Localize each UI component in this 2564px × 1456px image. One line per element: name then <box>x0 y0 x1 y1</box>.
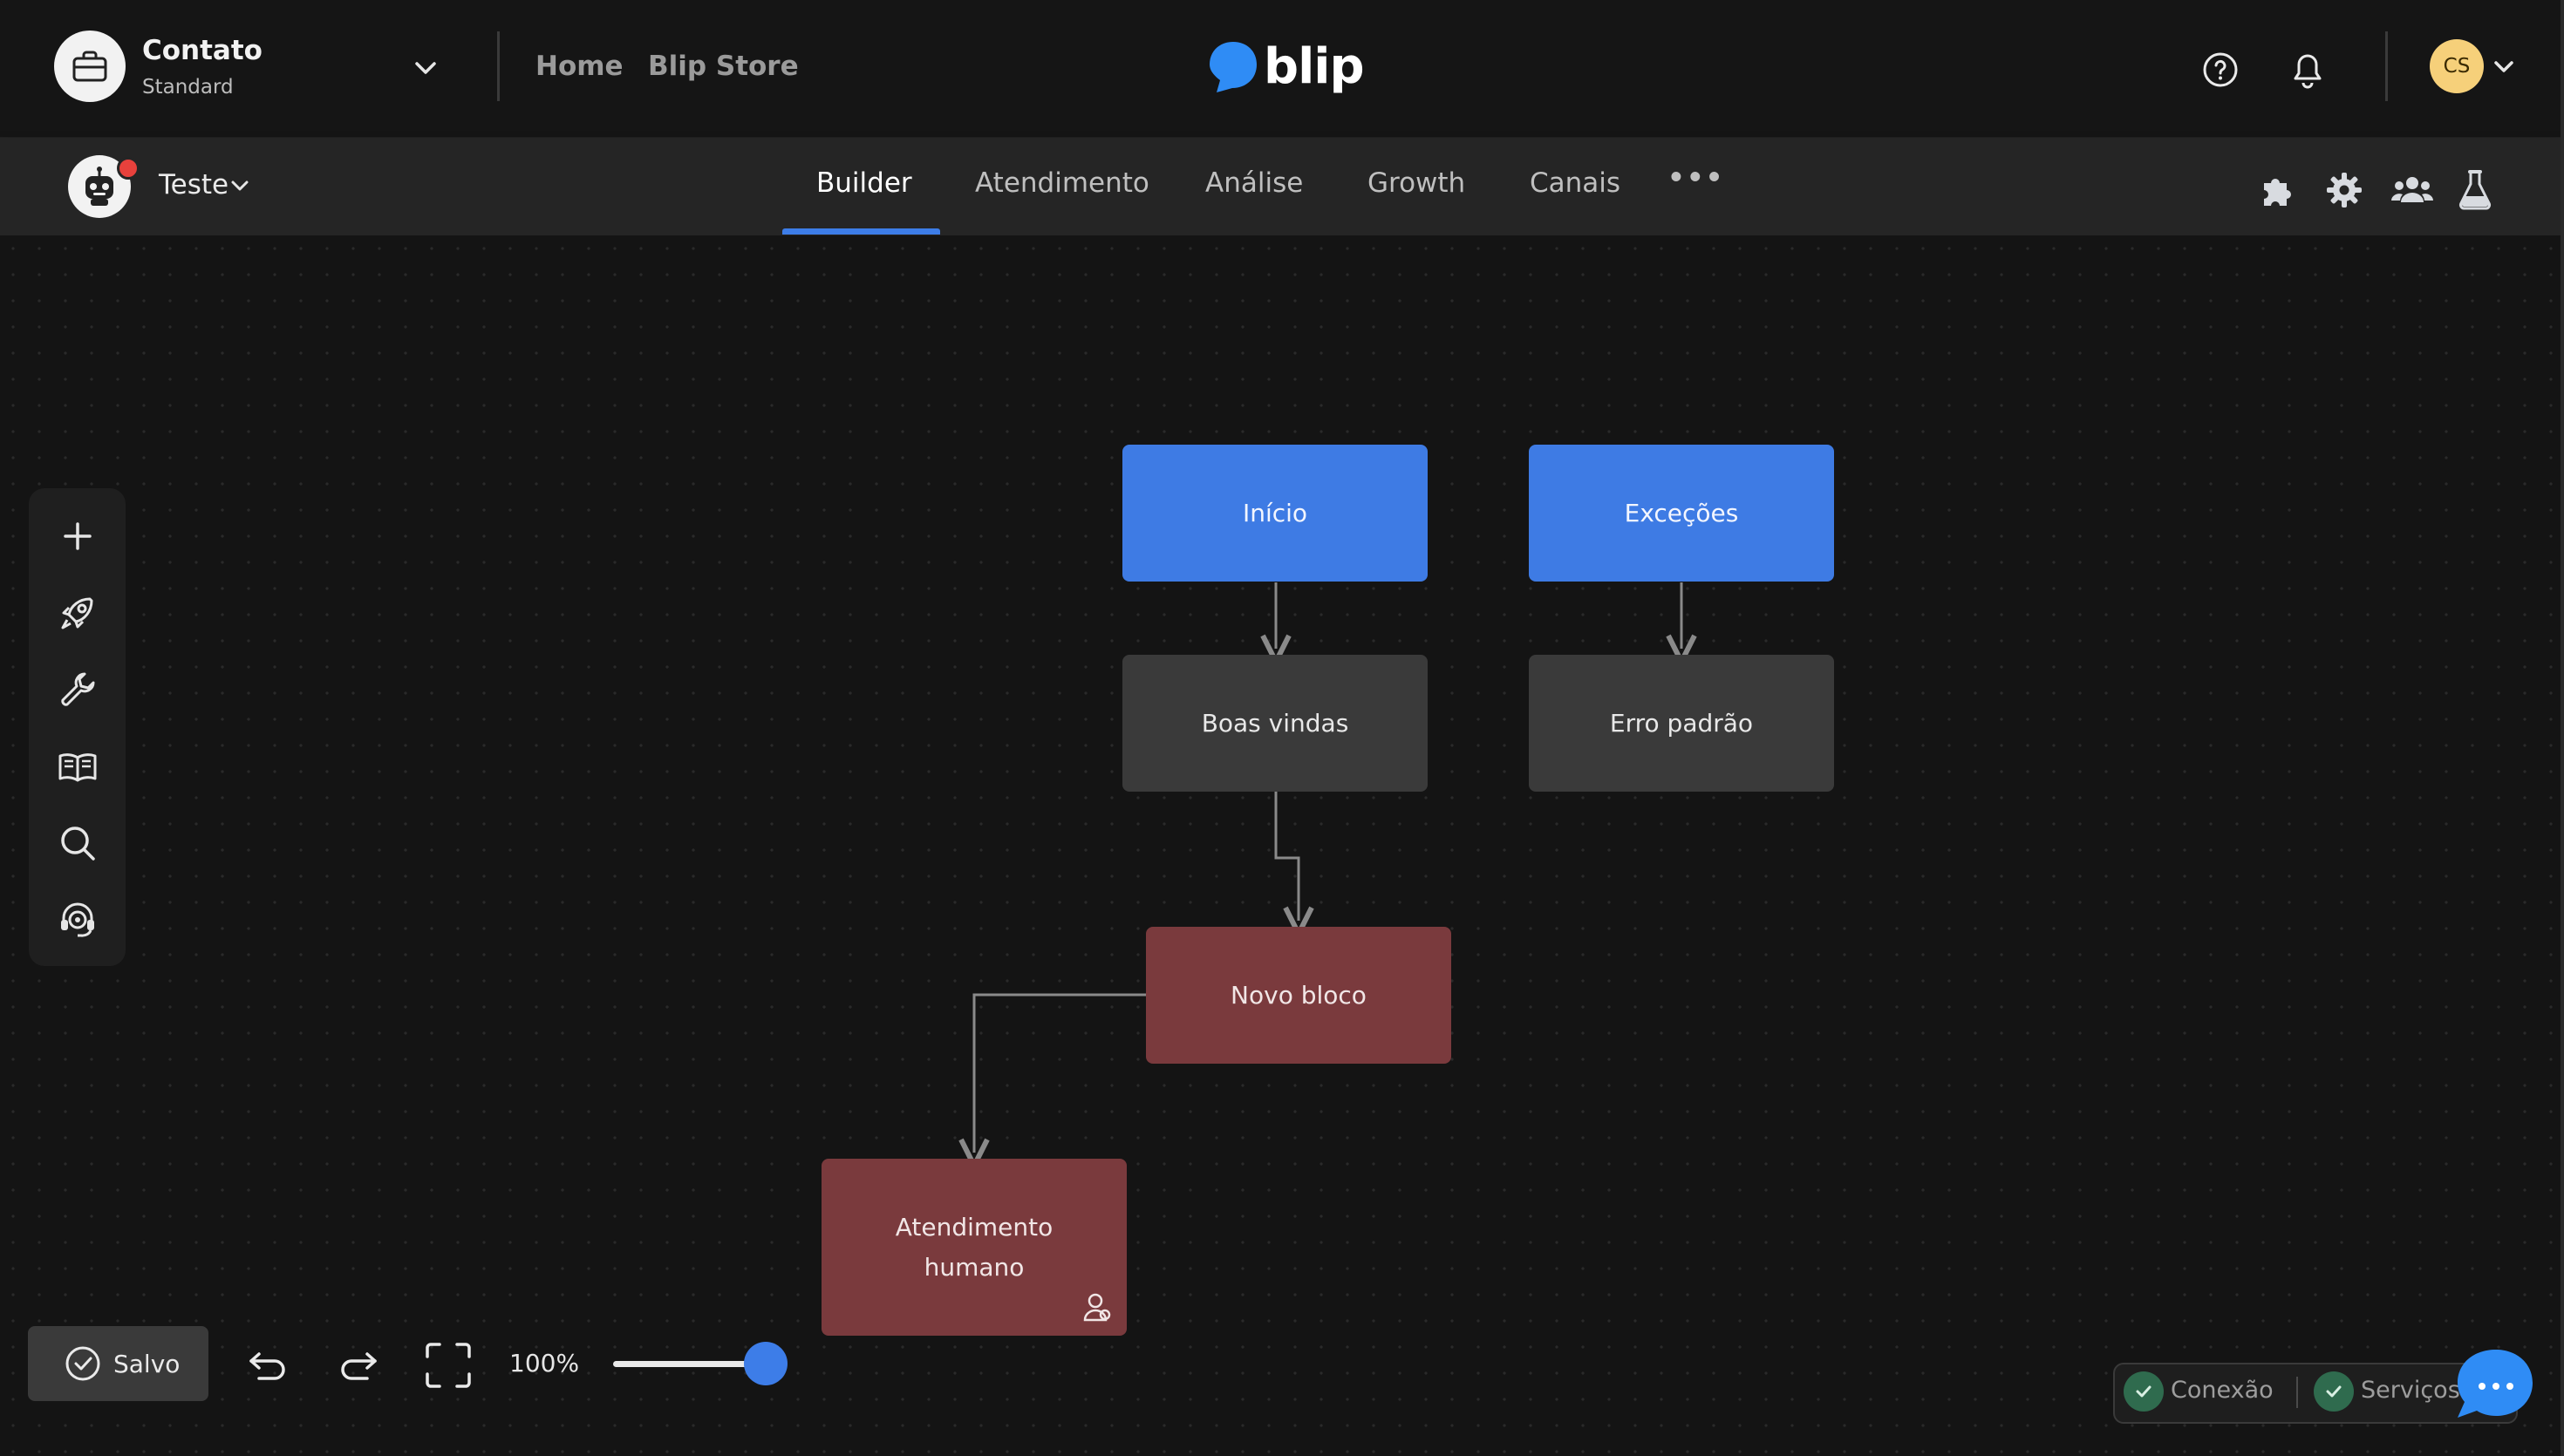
users-icon <box>2391 177 2433 202</box>
zoom-level: 100% <box>509 1349 580 1378</box>
redo-button[interactable] <box>337 1343 380 1386</box>
flow-node-excecoes[interactable]: Exceções <box>1529 445 1834 582</box>
redo-icon <box>341 1352 377 1380</box>
gear-icon <box>2327 173 2362 208</box>
divider <box>2385 31 2388 101</box>
node-label: Início <box>1242 498 1308 527</box>
flow-node-erro-padrao[interactable]: Erro padrão <box>1529 655 1834 792</box>
wrench-icon <box>60 672 94 706</box>
fit-to-screen-button[interactable] <box>422 1339 474 1391</box>
configurations-button[interactable] <box>29 659 126 720</box>
notification-dot <box>117 157 140 180</box>
more-tabs-button[interactable]: ••• <box>1667 162 1725 194</box>
zoom-slider-track[interactable] <box>613 1361 766 1367</box>
check-icon <box>2124 1371 2164 1412</box>
divider <box>497 31 500 101</box>
status-services: Serviços <box>2361 1377 2460 1404</box>
flow-node-atendimento-humano[interactable]: Atendimento humano <box>822 1159 1127 1336</box>
puzzle-icon <box>2264 179 2291 206</box>
blip-logo[interactable]: blip <box>1208 37 1365 98</box>
blip-logo-bubble-icon <box>1210 42 1257 92</box>
save-button[interactable]: Salvo <box>28 1326 208 1401</box>
check-icon <box>2314 1371 2354 1412</box>
check-circle-icon <box>65 1346 100 1381</box>
support-button[interactable] <box>29 889 126 950</box>
plus-icon <box>63 522 92 550</box>
team-button[interactable] <box>2390 169 2435 211</box>
account-avatar[interactable] <box>54 31 126 102</box>
bell-icon <box>2294 54 2322 89</box>
flow-node-boas-vindas[interactable]: Boas vindas <box>1122 655 1428 792</box>
divider <box>2296 1377 2298 1408</box>
logo-text: blip <box>1264 38 1365 95</box>
account-plan: Standard <box>142 76 234 99</box>
tab-analise[interactable]: Análise <box>1205 167 1304 199</box>
window-edge <box>2561 0 2564 1456</box>
status-bar[interactable]: Conexão Serviços <box>2113 1363 2518 1424</box>
flask-icon <box>2458 170 2492 210</box>
settings-button[interactable] <box>2323 169 2365 211</box>
node-label: Erro padrão <box>1609 708 1754 738</box>
active-tab-indicator <box>782 228 940 235</box>
test-lab-button[interactable] <box>2456 167 2494 211</box>
chevron-down-icon[interactable] <box>410 52 441 84</box>
rocket-icon <box>61 597 92 629</box>
add-block-button[interactable] <box>29 506 126 567</box>
publish-button[interactable] <box>29 582 126 643</box>
chat-help-button[interactable] <box>2451 1348 2538 1426</box>
support-icon <box>60 902 94 937</box>
tab-builder[interactable]: Builder <box>816 167 912 199</box>
notifications-button[interactable] <box>2287 47 2329 91</box>
user-avatar[interactable]: CS <box>2430 39 2484 93</box>
tab-atendimento[interactable]: Atendimento <box>975 167 1149 199</box>
node-label-line-2: humano <box>924 1252 1025 1282</box>
human-agent-icon <box>1083 1293 1111 1322</box>
node-label: Exceções <box>1624 498 1739 527</box>
save-label: Salvo <box>113 1349 181 1378</box>
connector-boas-vindas-novo-bloco <box>1274 792 1299 921</box>
top-bar: Contato Standard Home Blip Store blip CS <box>0 0 2564 138</box>
flow-canvas[interactable] <box>0 235 2564 1456</box>
bot-navigation-bar <box>0 138 2564 235</box>
chevron-down-icon[interactable] <box>228 174 251 197</box>
node-label: Boas vindas <box>1201 708 1349 738</box>
connector-novo-bloco-atendimento <box>974 993 1146 1153</box>
undo-icon <box>249 1352 285 1380</box>
extensions-button[interactable] <box>2255 169 2297 211</box>
blip-store-link[interactable]: Blip Store <box>648 51 799 82</box>
help-button[interactable] <box>2199 49 2241 91</box>
help-icon <box>2203 52 2238 87</box>
search-button[interactable] <box>29 813 126 874</box>
fullscreen-icon <box>426 1343 471 1388</box>
flow-node-inicio[interactable]: Início <box>1122 445 1428 582</box>
tab-canais[interactable]: Canais <box>1530 167 1621 199</box>
briefcase-icon <box>72 51 107 82</box>
account-name[interactable]: Contato <box>142 35 263 66</box>
chevron-down-icon[interactable] <box>2491 54 2517 80</box>
tab-growth[interactable]: Growth <box>1367 167 1466 199</box>
robot-icon <box>85 167 113 206</box>
node-label-line-1: Atendimento <box>895 1212 1054 1242</box>
flow-node-novo-bloco[interactable]: Novo bloco <box>1146 927 1451 1064</box>
status-connection: Conexão <box>2171 1377 2274 1404</box>
zoom-slider-handle[interactable] <box>744 1342 788 1385</box>
search-icon <box>60 827 95 861</box>
resources-button[interactable] <box>29 736 126 797</box>
book-icon <box>58 753 96 782</box>
node-label: Novo bloco <box>1231 980 1367 1010</box>
builder-toolbar <box>29 488 126 966</box>
undo-button[interactable] <box>246 1343 290 1386</box>
home-link[interactable]: Home <box>535 51 624 82</box>
bot-name[interactable]: Teste <box>159 169 229 201</box>
